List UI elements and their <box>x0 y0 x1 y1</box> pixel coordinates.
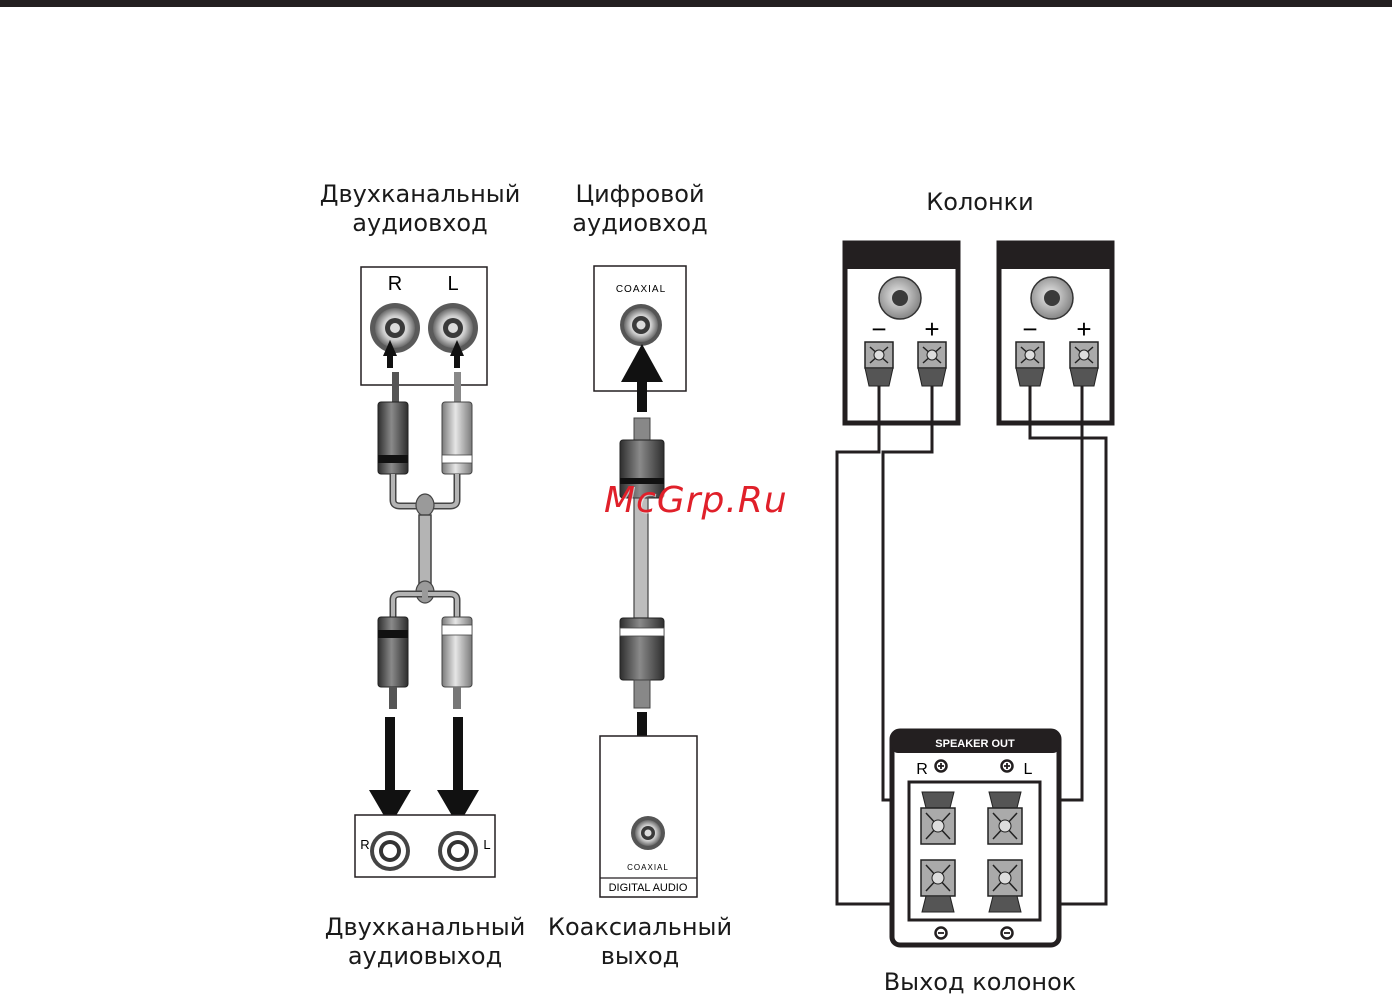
tweeter-icon <box>1031 277 1073 319</box>
speaker-out-panel: SPEAKER OUT R L <box>892 731 1059 945</box>
spk-r-label: R <box>916 761 928 778</box>
terminal-minus[interactable] <box>1016 342 1044 386</box>
plus-label: + <box>1076 314 1091 344</box>
output-jack-r[interactable] <box>370 831 410 871</box>
coaxial-input-jack[interactable] <box>620 304 662 346</box>
terminal-r-minus[interactable] <box>921 860 955 912</box>
terminal-l-minus[interactable] <box>988 860 1022 912</box>
terminal-l-plus[interactable] <box>988 792 1022 844</box>
input-l-label: L <box>447 273 458 295</box>
terminal-plus[interactable] <box>1070 342 1098 386</box>
output-r-label: R <box>360 837 369 852</box>
speaker-out-title: SPEAKER OUT <box>935 738 1015 750</box>
coaxial-top-label: COAXIAL <box>616 284 666 295</box>
stereo-output-panel: R L <box>355 815 495 877</box>
spk-l-label: L <box>1024 761 1033 778</box>
input-jack-l[interactable] <box>428 303 478 353</box>
terminal-plus[interactable] <box>918 342 946 386</box>
minus-label: − <box>1022 314 1037 344</box>
watermark: McGrp.Ru <box>604 480 788 521</box>
input-r-label: R <box>388 273 402 295</box>
coaxial-output-jack[interactable] <box>631 816 665 850</box>
stereo-input-panel: R L <box>361 267 487 385</box>
arrow-down-l <box>437 717 479 826</box>
plus-label: + <box>924 314 939 344</box>
speaker-left: − + <box>999 243 1112 423</box>
minus-label: − <box>871 314 886 344</box>
output-jack-l[interactable] <box>438 831 478 871</box>
input-jack-r[interactable] <box>370 303 420 353</box>
output-l-label: L <box>483 837 490 852</box>
digital-audio-label: DIGITAL AUDIO <box>609 882 688 894</box>
tweeter-icon <box>879 277 921 319</box>
stereo-rca-cable <box>378 372 472 709</box>
terminal-r-plus[interactable] <box>921 792 955 844</box>
coaxial-output-panel: COAXIAL DIGITAL AUDIO <box>600 736 697 897</box>
terminal-minus[interactable] <box>865 342 893 386</box>
speaker-right: − + <box>845 243 958 423</box>
arrow-down-r <box>369 717 411 826</box>
coaxial-bottom-label: COAXIAL <box>627 863 669 872</box>
